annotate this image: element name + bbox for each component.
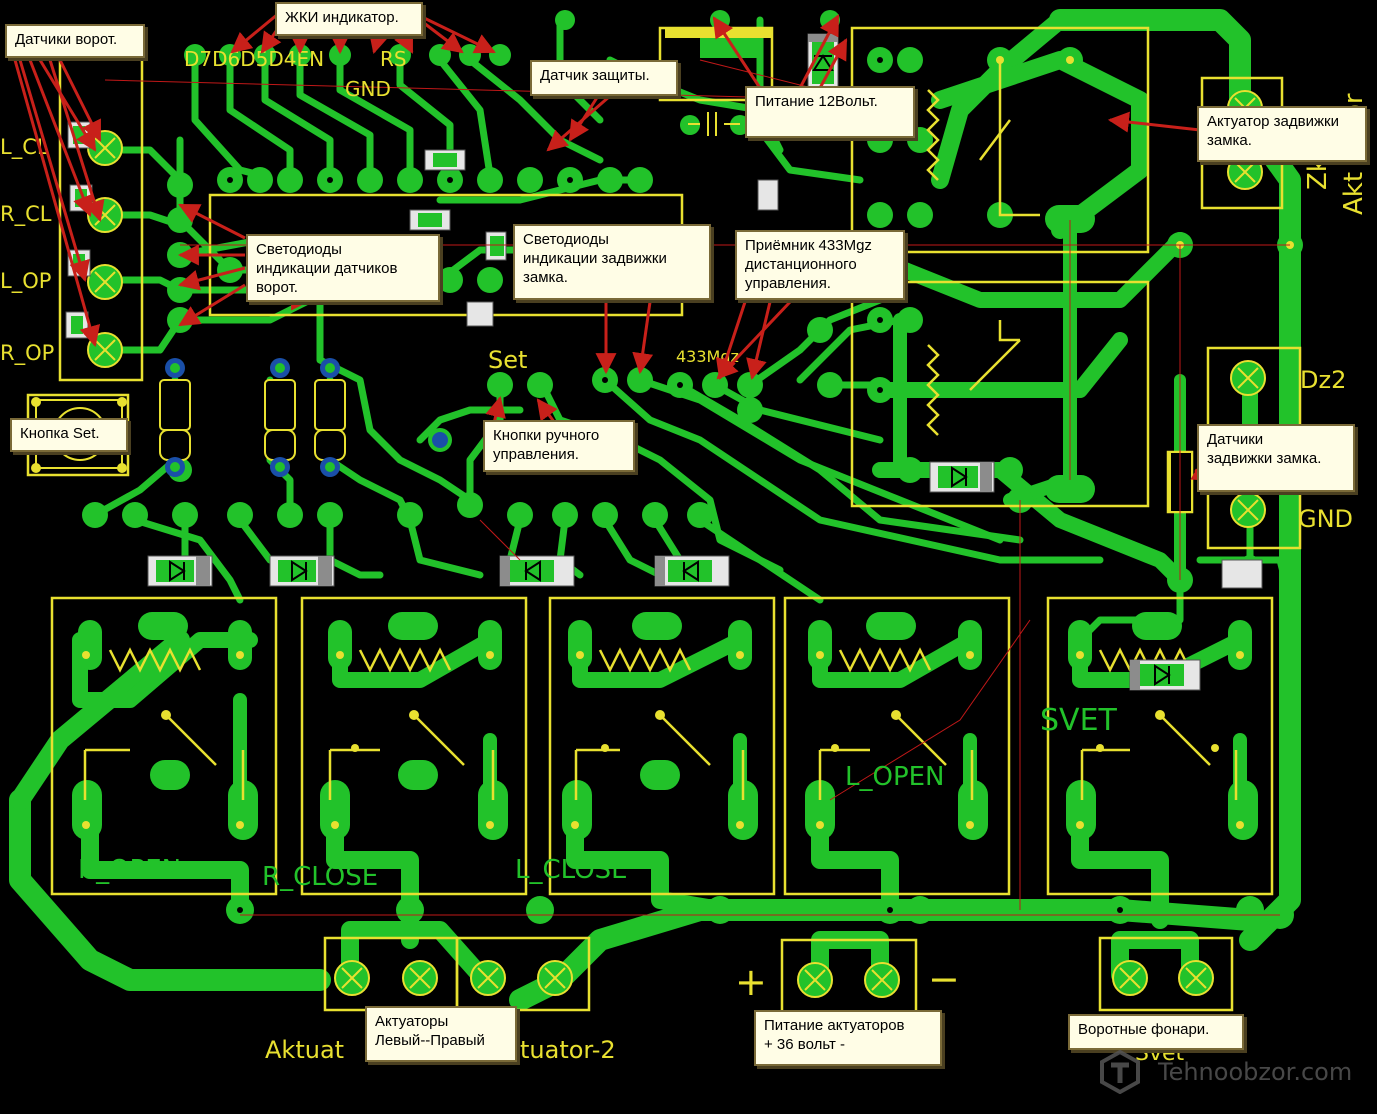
l-op-label: L_OP [0,269,51,294]
note-lock-actuator: Актуатор задвижки замка. [1197,106,1367,162]
r-cl-label: R_CL [0,202,52,227]
watermark-logo-icon [1100,1050,1140,1094]
dz2-label: Dz2 [1300,366,1346,394]
akt-vertical-label: Akt [1339,172,1369,215]
r-open-label: R_OPEN [78,855,181,885]
svet-label: SVET [1040,703,1118,738]
aktuator-label: Aktuat [265,1036,344,1064]
note-actuator-power: Питание актуаторов + 36 вольт - [754,1010,942,1066]
note-lock-leds: Светодиоды индикации задвижки замка. [513,224,711,300]
note-gate-lights: Воротные фонари. [1068,1014,1244,1050]
watermark: Tehnoobzor.com [1098,1050,1368,1094]
silkscreen-text: D7D6D5D4EN RS GND L_CL R_CL L_OP R_OP Se… [0,47,1369,1066]
note-actuators-lr: Актуаторы Левый--Правый [365,1006,517,1062]
l-open-label: L_OPEN [845,762,945,792]
note-power-12v: Питание 12Вольт. [745,86,915,138]
note-set-button: Кнопка Set. [10,418,128,452]
set-label: Set [488,346,527,374]
minus-label: − [928,957,960,1001]
zk-vertical-label: Zk [1303,157,1333,190]
r-op-label: R_OP [0,341,54,366]
annotation-arrows [13,12,1214,482]
lcd-pin-rs: RS [380,47,407,71]
terminal-blocks [87,90,1266,998]
transistors [159,379,346,461]
note-receiver: Приёмник 433Mgz дистанционного управлени… [735,230,905,300]
plus-label: + [735,960,767,1004]
note-lock-sensors: Датчики задвижки замка. [1197,424,1355,492]
note-gate-sensors: Датчики ворот. [5,24,145,58]
relay-pads [72,205,1258,840]
l-close-label: L_CLOSE [515,855,628,885]
note-gate-sensor-leds: Светодиоды индикации датчиков ворот. [246,234,440,302]
transistor-via-centers [170,363,335,472]
gnd-right-label: GND [1298,505,1353,533]
note-lcd: ЖКИ индикатор. [275,2,423,36]
capacitor-lock [688,112,1193,513]
lcd-pin-labels: D7D6D5D4EN [184,47,324,71]
silk-dots [82,56,1294,829]
aktuator-label-2: tuator-2 [520,1036,616,1064]
watermark-text: Tehnoobzor.com [1158,1058,1353,1086]
gnd-top-label: GND [345,77,391,101]
diodes [147,33,1201,691]
r-close-label: R_CLOSE [262,862,378,892]
copper-pads [82,10,1303,929]
note-protection-sensor: Датчик защиты. [530,60,678,96]
note-manual-buttons: Кнопки ручного управления. [483,420,635,472]
